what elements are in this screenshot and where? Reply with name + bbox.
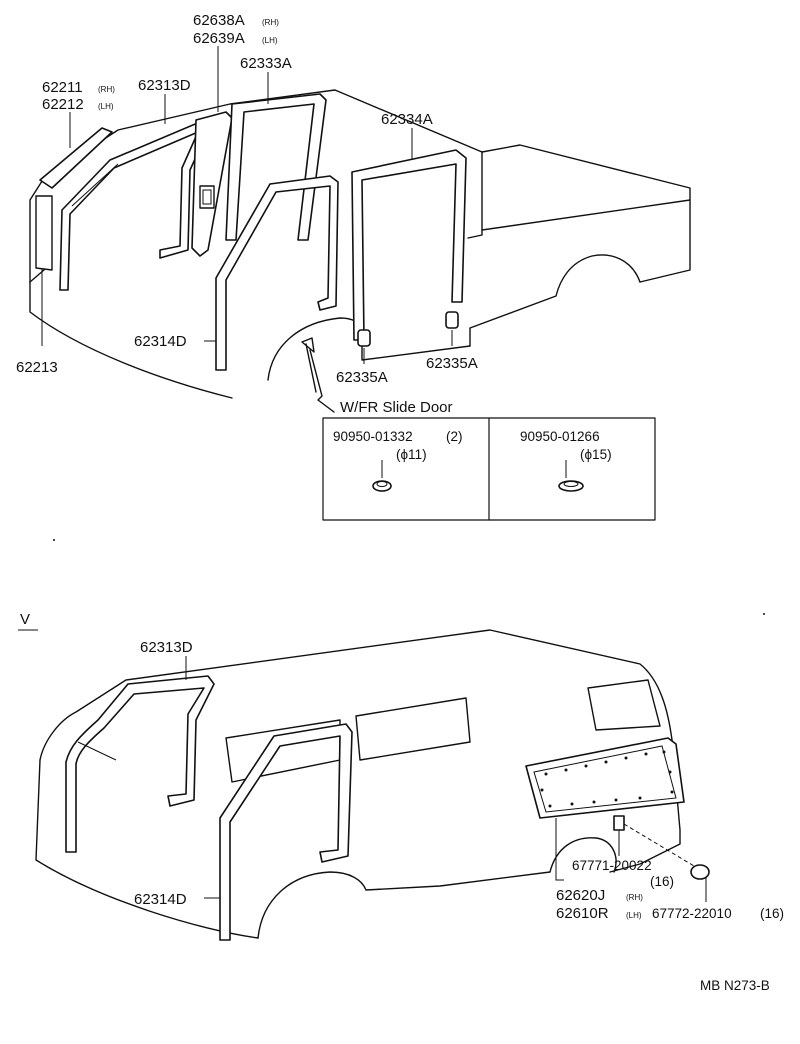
- variant-note-slide-door: W/FR Slide Door: [340, 399, 453, 416]
- van-weatherstrip-62313D: [65, 675, 215, 853]
- figure-code: MB N273-B: [700, 978, 770, 993]
- weatherstrip-62314D: [215, 175, 339, 371]
- label-62639A-side: (LH): [262, 36, 278, 45]
- stray-dot: [763, 613, 765, 615]
- leader-lines-top: [41, 46, 453, 364]
- pickup-cab-body: [29, 89, 691, 399]
- label-62212: 62212: [42, 96, 84, 113]
- leader-lines-bottom: [185, 656, 564, 899]
- part-number-labels-bottom: V 62313D 62314D 67771-20022 (16) 62620J …: [18, 611, 784, 922]
- nut-67772: [623, 823, 710, 902]
- weatherstrip-62334A: [351, 149, 467, 347]
- part-number-labels-top: 62638A (RH) 62639A (LH) 62333A 62211 (RH…: [16, 12, 612, 462]
- label-67771-qty: (16): [650, 874, 674, 889]
- label-62333A: 62333A: [240, 55, 292, 72]
- label-62335A-right: 62335A: [426, 355, 478, 372]
- label-62211: 62211: [42, 79, 83, 96]
- quarter-glass-62620J: [525, 737, 685, 819]
- label-62638A-side: (RH): [262, 18, 279, 27]
- van-body: [35, 629, 681, 939]
- weatherstrip-62638A: [191, 111, 233, 257]
- label-62211-side: (RH): [98, 85, 115, 94]
- label-62334A: 62334A: [381, 111, 433, 128]
- weatherstrip-62333A: [225, 93, 327, 241]
- inset-left-size: (ϕ11): [396, 447, 427, 462]
- label-62313D: 62313D: [138, 77, 191, 94]
- slide-door-arrow: [301, 337, 335, 413]
- label-62638A: 62638A: [193, 12, 245, 29]
- inset-right-size: (ϕ15): [580, 447, 612, 462]
- label-van-62314D: 62314D: [134, 891, 187, 908]
- label-62335A-left: 62335A: [336, 369, 388, 386]
- label-62639A: 62639A: [193, 30, 245, 47]
- clip-inset-box: [322, 417, 656, 521]
- label-62314D: 62314D: [134, 333, 187, 350]
- van-weatherstrip-62314D: [219, 723, 353, 941]
- label-67772-qty: (16): [760, 906, 784, 921]
- label-62620J-side: (RH): [626, 893, 643, 902]
- stray-dot: [53, 539, 55, 541]
- glass-fastener-dots: [540, 750, 674, 808]
- label-62212-side: (LH): [98, 102, 114, 111]
- clip-67771: [613, 815, 625, 856]
- weatherstrip-62313D: [59, 121, 211, 291]
- label-67771: 67771-20022: [572, 858, 652, 873]
- label-67772: 67772-22010: [652, 906, 732, 921]
- label-62213: 62213: [16, 359, 58, 376]
- label-62620J: 62620J: [556, 887, 605, 904]
- windshield-molding-62211: [35, 127, 113, 271]
- label-62610R-side: (LH): [626, 911, 642, 920]
- label-van-62313D: 62313D: [140, 639, 193, 656]
- inset-left-qty: (2): [446, 429, 463, 444]
- label-62610R: 62610R: [556, 905, 609, 922]
- variant-mark-v: V: [20, 611, 30, 628]
- inset-right-part: 90950-01266: [520, 429, 600, 444]
- inset-left-part: 90950-01332: [333, 429, 413, 444]
